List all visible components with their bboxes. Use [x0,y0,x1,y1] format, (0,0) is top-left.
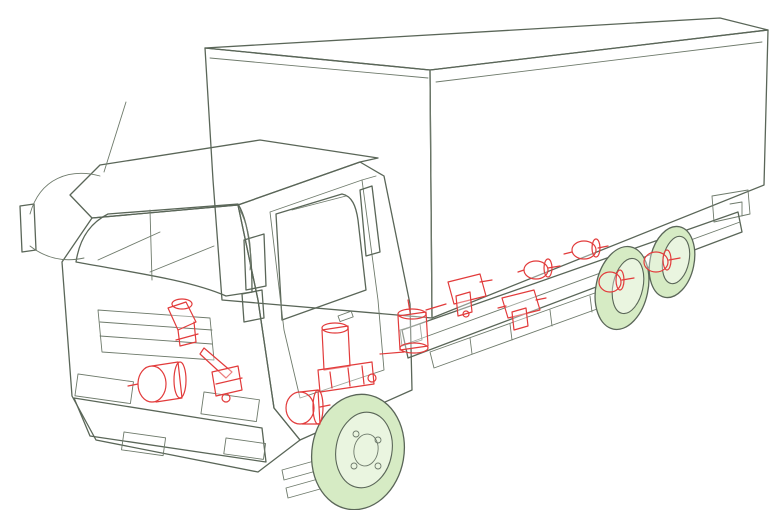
air-dryer-component [318,323,376,392]
relay-valve-component [448,274,492,317]
hand-control-valve-component [200,348,242,402]
brake-chamber-front-left [128,362,186,402]
protection-valve-component [498,290,546,330]
spring-brake-chamber-2 [564,239,608,259]
brake-components [128,239,680,424]
foot-brake-valve-component [168,299,198,346]
air-tank-valve-component [380,300,446,354]
